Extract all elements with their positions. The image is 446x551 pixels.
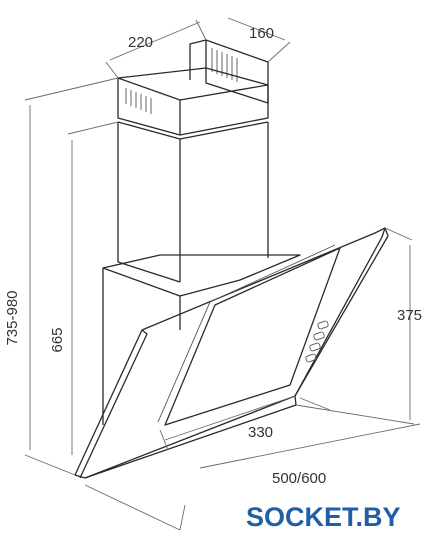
button-1 — [317, 320, 329, 330]
dim-glass-height: 375 — [397, 307, 422, 324]
dim-chimney-depth: 160 — [249, 25, 274, 42]
button-2 — [313, 331, 325, 341]
upper-duct-side — [189, 39, 207, 80]
lower-vent-slots — [125, 88, 152, 114]
dim-total-width: 500/600 — [272, 470, 326, 487]
dim-inner-width: 330 — [248, 424, 273, 441]
glass-inner-surface — [164, 247, 341, 426]
upper-vent-slots — [211, 48, 238, 82]
glass-panel — [74, 227, 389, 479]
dimension-lines — [24, 17, 421, 531]
chimney — [117, 39, 269, 283]
brand-logo: SOCKET.BY — [246, 502, 401, 532]
dim-body-height: 665 — [49, 327, 66, 352]
chimney-lower-left — [117, 122, 181, 283]
dim-total-height: 735-980 — [4, 290, 21, 345]
hood-back-box — [102, 254, 301, 425]
control-buttons — [305, 320, 329, 363]
dim-chimney-width: 220 — [128, 34, 153, 51]
button-3 — [309, 342, 321, 352]
button-4 — [305, 353, 317, 363]
